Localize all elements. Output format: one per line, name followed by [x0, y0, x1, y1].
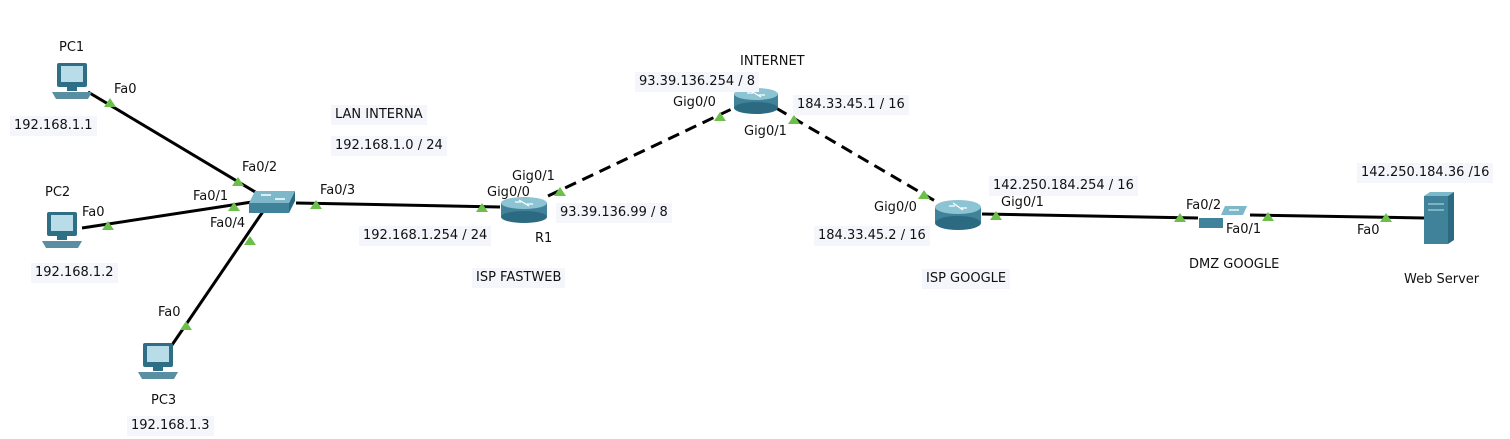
r1-router-icon[interactable]	[501, 197, 547, 223]
port-up-icon	[714, 112, 726, 121]
port-up-icon	[1380, 213, 1392, 222]
port-up-icon	[1262, 212, 1274, 221]
pc2-label: PC2	[45, 185, 71, 200]
link-google-dmz[interactable]	[981, 212, 1199, 220]
port-up-icon	[990, 211, 1002, 220]
port-up-icon	[228, 202, 240, 211]
link-pc2-switch[interactable]	[81, 200, 253, 230]
web-server-icon[interactable]	[1424, 192, 1454, 244]
link-pc3-switch[interactable]	[170, 209, 266, 346]
lan-interna-network: 192.168.1.0 / 24	[331, 136, 447, 156]
google-g00-port: Gig0/0	[874, 200, 917, 215]
dmz-fa02-port: Fa0/2	[1186, 198, 1222, 213]
port-up-icon	[918, 190, 930, 199]
isp-fastweb-note: ISP FASTWEB	[472, 268, 566, 288]
internet-g01-address: 184.33.45.1 / 16	[793, 95, 909, 115]
internet-label: INTERNET	[740, 54, 805, 69]
r1-lan-address: 192.168.1.254 / 24	[359, 226, 492, 246]
switch-fa03-port: Fa0/3	[320, 183, 356, 198]
pc2-fa0-port: Fa0	[82, 205, 105, 220]
link-pc1-switch[interactable]	[87, 90, 263, 198]
internet-g00-port: Gig0/0	[673, 95, 716, 110]
dmz-fa01-port: Fa0/1	[1226, 222, 1262, 237]
port-up-icon	[180, 321, 192, 330]
switch-fa01-port: Fa0/1	[193, 189, 229, 204]
google-g01-port: Gig0/1	[1001, 195, 1044, 210]
pc2-icon[interactable]	[42, 212, 82, 248]
pc3-fa0-port: Fa0	[158, 305, 181, 320]
port-up-icon	[476, 203, 488, 212]
pc1-icon[interactable]	[52, 63, 92, 99]
pc1-fa0-port: Fa0	[114, 82, 137, 97]
google-router-icon[interactable]	[935, 200, 981, 230]
switch-fa02-port: Fa0/2	[242, 160, 278, 175]
google-g00-address: 184.33.45.2 / 16	[814, 226, 930, 246]
pc2-address: 192.168.1.2	[31, 263, 118, 283]
pc3-address: 192.168.1.3	[127, 416, 214, 436]
link-internet-google[interactable]	[775, 106, 943, 207]
r1-label: R1	[535, 231, 553, 246]
r1-wan-address: 93.39.136.99 / 8	[556, 203, 672, 223]
web-server-address: 142.250.184.36 /16	[1357, 163, 1494, 183]
port-up-icon	[788, 115, 800, 124]
isp-google-note: ISP GOOGLE	[922, 269, 1011, 289]
link-dmz-server[interactable]	[1249, 213, 1425, 220]
r1-g00-port: Gig0/0	[487, 185, 530, 200]
lan-interna-title: LAN INTERNA	[331, 105, 427, 125]
internet-g01-port: Gig0/1	[744, 124, 787, 139]
dmz-google-note: DMZ GOOGLE	[1189, 257, 1280, 272]
link-r1-internet[interactable]	[547, 105, 737, 198]
web-server-label: Web Server	[1404, 272, 1480, 287]
pc3-label: PC3	[151, 393, 177, 408]
lan-switch-icon[interactable]	[249, 191, 295, 213]
port-up-icon	[244, 236, 256, 245]
pc1-address: 192.168.1.1	[10, 116, 97, 136]
link-switch-r1[interactable]	[295, 201, 501, 209]
pc1-label: PC1	[59, 40, 85, 55]
switch-fa04-port: Fa0/4	[210, 216, 246, 231]
pc3-icon[interactable]	[138, 343, 178, 379]
port-up-icon	[232, 177, 244, 186]
port-up-icon	[554, 187, 566, 196]
server-fa0-port: Fa0	[1357, 223, 1380, 238]
port-markers	[102, 98, 1392, 330]
r1-g01-port: Gig0/1	[512, 169, 555, 184]
dmz-switch-icon[interactable]	[1199, 206, 1247, 228]
port-up-icon	[1174, 213, 1186, 222]
port-up-icon	[102, 221, 114, 230]
internet-g00-address: 93.39.136.254 / 8	[635, 72, 760, 92]
port-up-icon	[104, 98, 116, 107]
port-up-icon	[310, 200, 322, 209]
google-g01-address: 142.250.184.254 / 16	[989, 176, 1138, 196]
